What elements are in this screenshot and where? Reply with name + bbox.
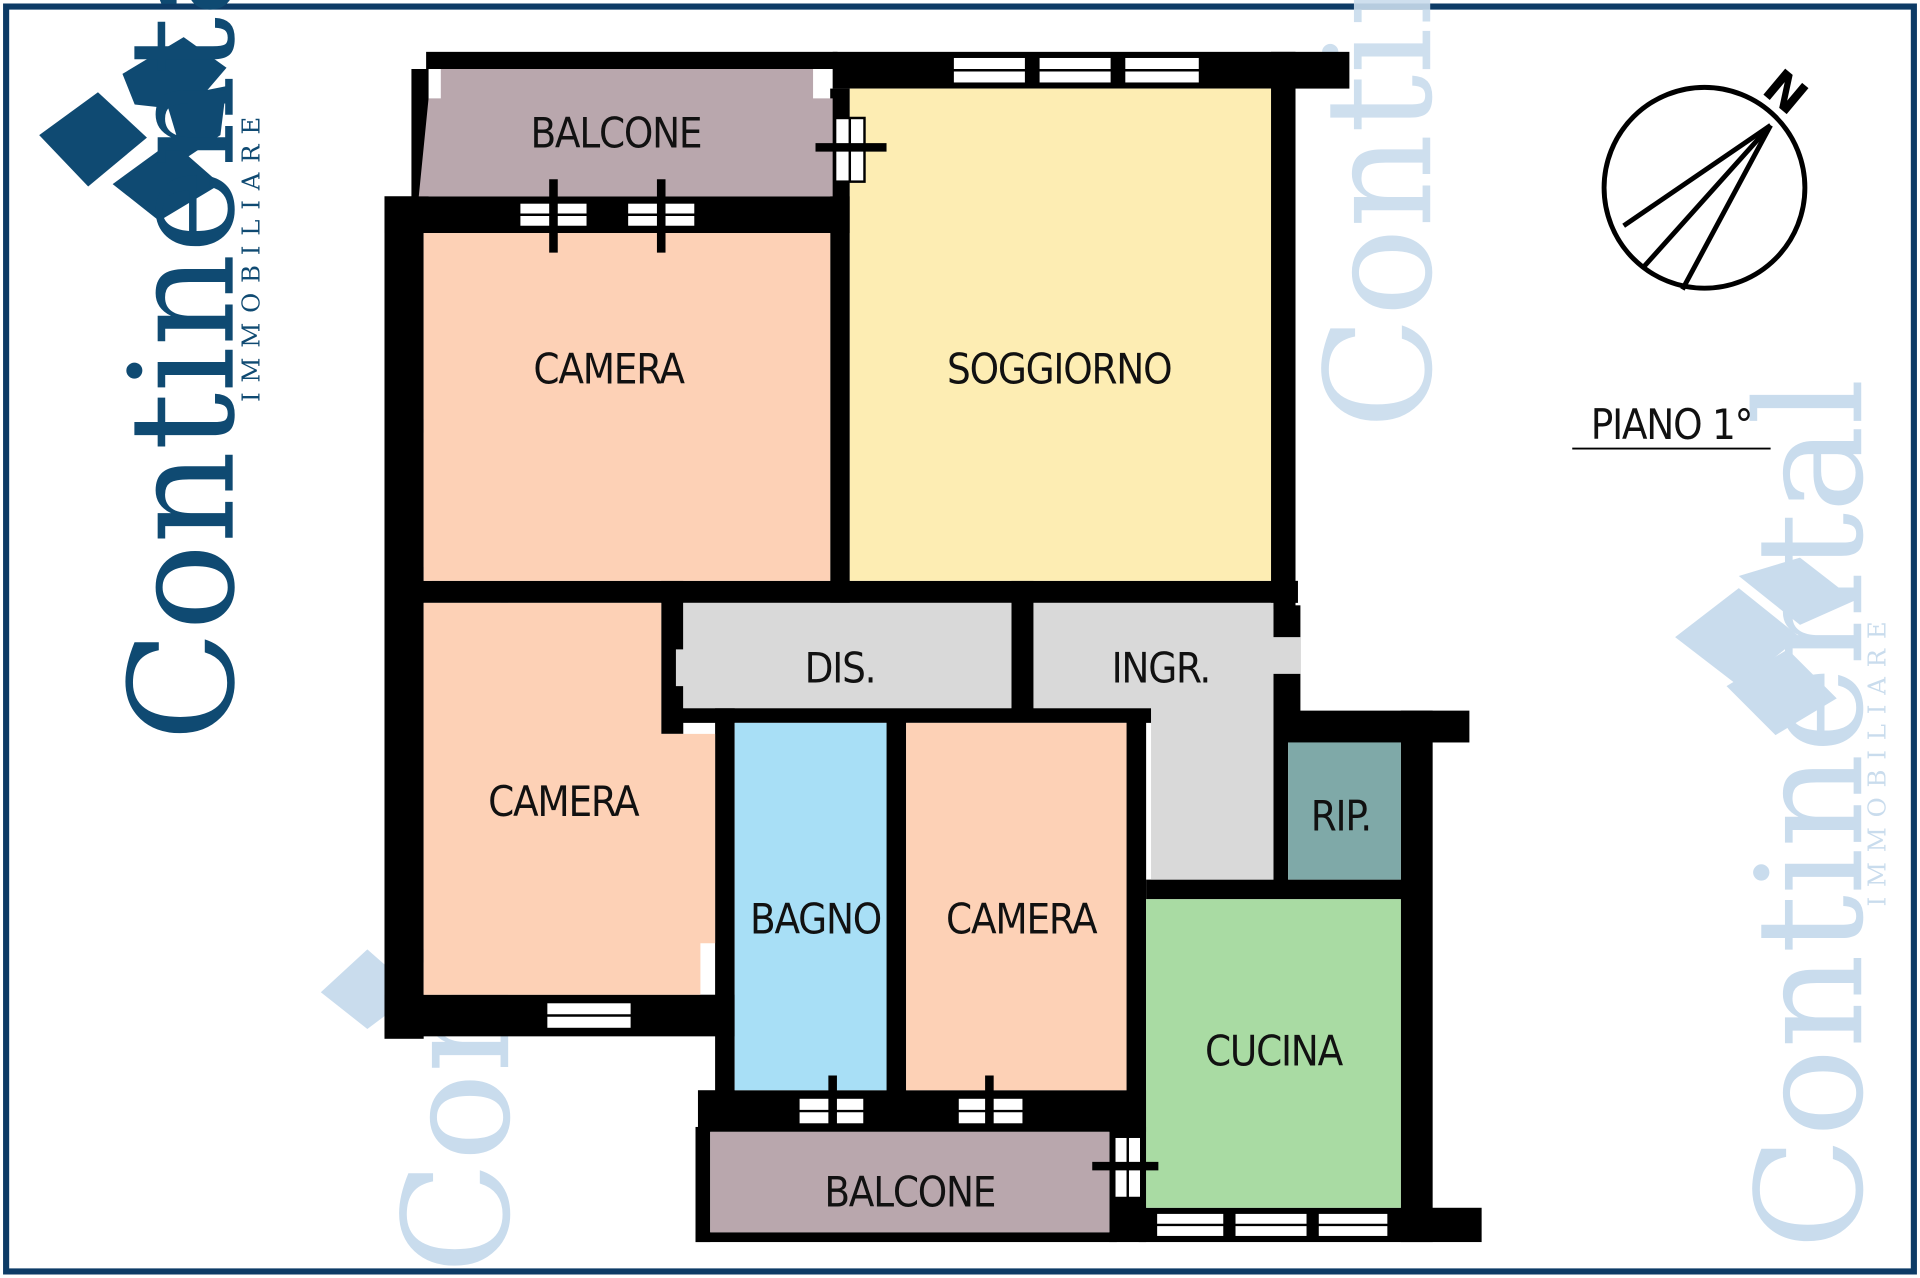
label-balcone-top: BALCONE xyxy=(530,108,701,157)
room-soggiorno xyxy=(849,88,1272,581)
label-camera-1: CAMERA xyxy=(533,345,685,394)
room-bagno xyxy=(734,722,887,1091)
label-rip: RIP. xyxy=(1311,792,1371,841)
floor-label: PIANO 1° xyxy=(1591,400,1752,449)
watermark-logo-right-bottom: Continental IMMOBILIARE xyxy=(1675,378,1896,1249)
rooms xyxy=(418,69,1401,1233)
logo-diamond-icon xyxy=(39,92,147,187)
room-rip xyxy=(1288,742,1401,880)
room-ingr xyxy=(1033,602,1301,880)
room-dis xyxy=(675,602,1012,709)
watermark-tagline: IMMOBILIARE xyxy=(1863,611,1892,906)
compass-north-label: N xyxy=(1753,59,1818,125)
room-balcone-top xyxy=(418,69,833,197)
room-camera-2 xyxy=(423,602,716,995)
brand-tagline: IMMOBILIARE xyxy=(237,107,266,402)
room-balcone-bottom xyxy=(710,1131,1110,1233)
label-dis: DIS. xyxy=(805,643,876,692)
brand-name: Continental xyxy=(100,0,268,741)
watermark-text: Continental xyxy=(1725,378,1896,1249)
label-camera-2: CAMERA xyxy=(488,777,640,826)
compass-icon xyxy=(1601,84,1808,291)
label-ingr: INGR. xyxy=(1112,643,1210,692)
label-soggiorno: SOGGIORNO xyxy=(947,345,1171,394)
label-bagno: BAGNO xyxy=(750,894,881,943)
room-camera-3 xyxy=(906,722,1127,1091)
room-camera-1 xyxy=(423,233,831,581)
brand-logo: Continental IMMOBILIARE xyxy=(39,0,268,741)
label-cucina: CUCINA xyxy=(1205,1027,1344,1076)
room-cucina xyxy=(1146,899,1401,1208)
label-camera-3: CAMERA xyxy=(946,894,1098,943)
page-frame xyxy=(3,3,1917,1275)
label-balcone-bottom: BALCONE xyxy=(824,1168,995,1217)
window-mullions xyxy=(549,143,1159,1171)
